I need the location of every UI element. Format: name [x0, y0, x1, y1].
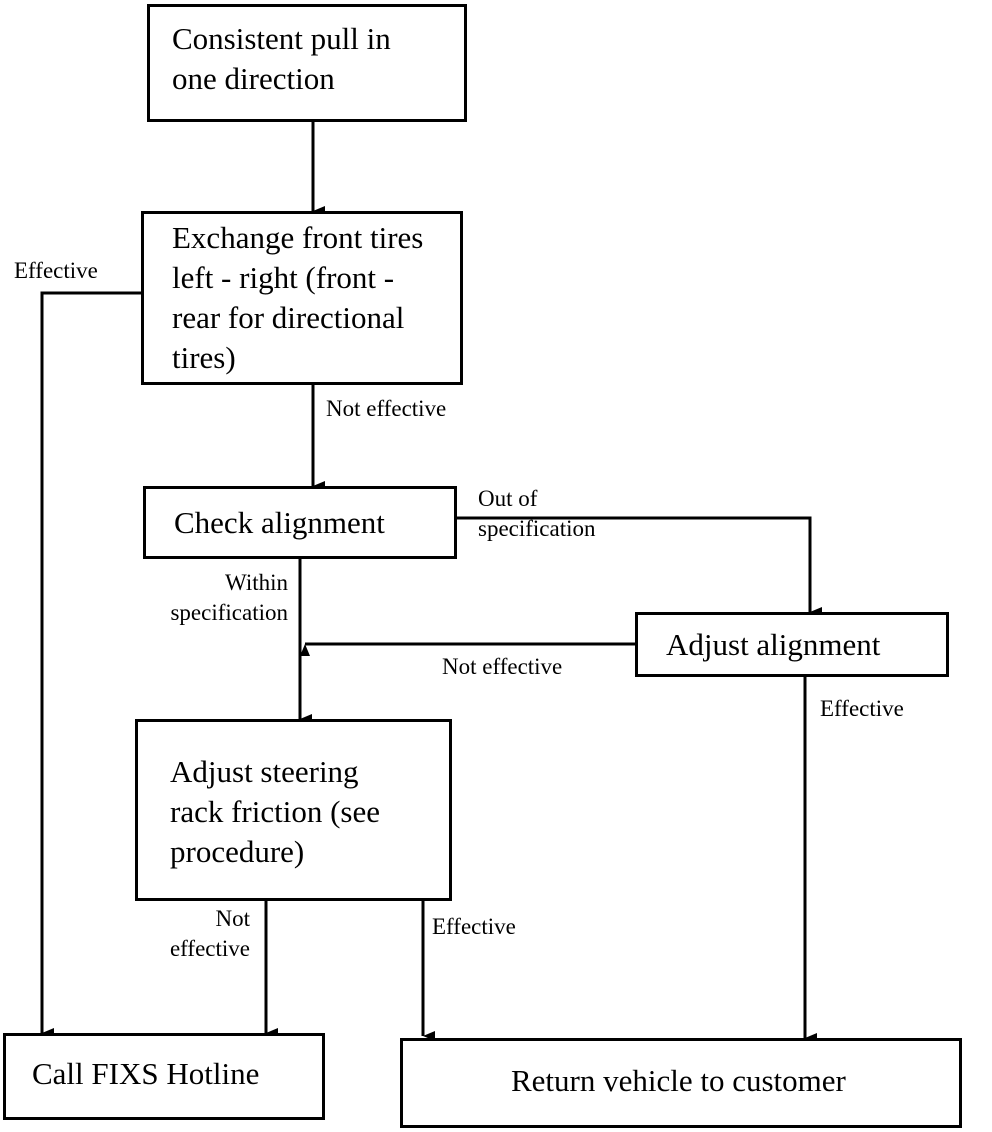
node-adjust-steering: Adjust steering rack friction (see proce… — [135, 719, 452, 901]
node-consistent-pull-text: Consistent pull in one direction — [172, 21, 391, 96]
node-call-hotline-text: Call FIXS Hotline — [32, 1056, 260, 1091]
label-alignment-effective: Effective — [820, 696, 904, 721]
node-check-alignment-text: Check alignment — [174, 505, 385, 540]
node-adjust-alignment-text: Adjust alignment — [666, 627, 881, 662]
node-exchange-tires-text: Exchange front tires left - right (front… — [172, 220, 424, 375]
label-within-specification: Within specification — [170, 570, 288, 625]
node-check-alignment: Check alignment — [143, 486, 457, 559]
label-out-of-specification: Out of specification — [478, 486, 596, 541]
label-steering-effective: Effective — [432, 914, 516, 939]
node-return-vehicle-text: Return vehicle to customer — [511, 1063, 846, 1098]
label-exchange-not-effective: Not effective — [326, 396, 447, 421]
node-return-vehicle: Return vehicle to customer — [400, 1038, 962, 1128]
node-consistent-pull: Consistent pull in one direction — [147, 4, 467, 122]
arrow-exchange-effective-to-hotline — [40, 291, 142, 1038]
label-alignment-not-effective: Not effective — [442, 654, 563, 679]
arrow-check-to-adjust-alignment — [456, 516, 822, 617]
label-exchange-effective: Effective — [14, 258, 98, 283]
node-exchange-tires: Exchange front tires left - right (front… — [141, 211, 463, 385]
node-adjust-steering-text: Adjust steering rack friction (see proce… — [170, 754, 380, 869]
label-steering-not-effective: Not effective — [169, 906, 250, 961]
node-adjust-alignment: Adjust alignment — [635, 612, 949, 677]
node-call-hotline: Call FIXS Hotline — [3, 1033, 325, 1120]
